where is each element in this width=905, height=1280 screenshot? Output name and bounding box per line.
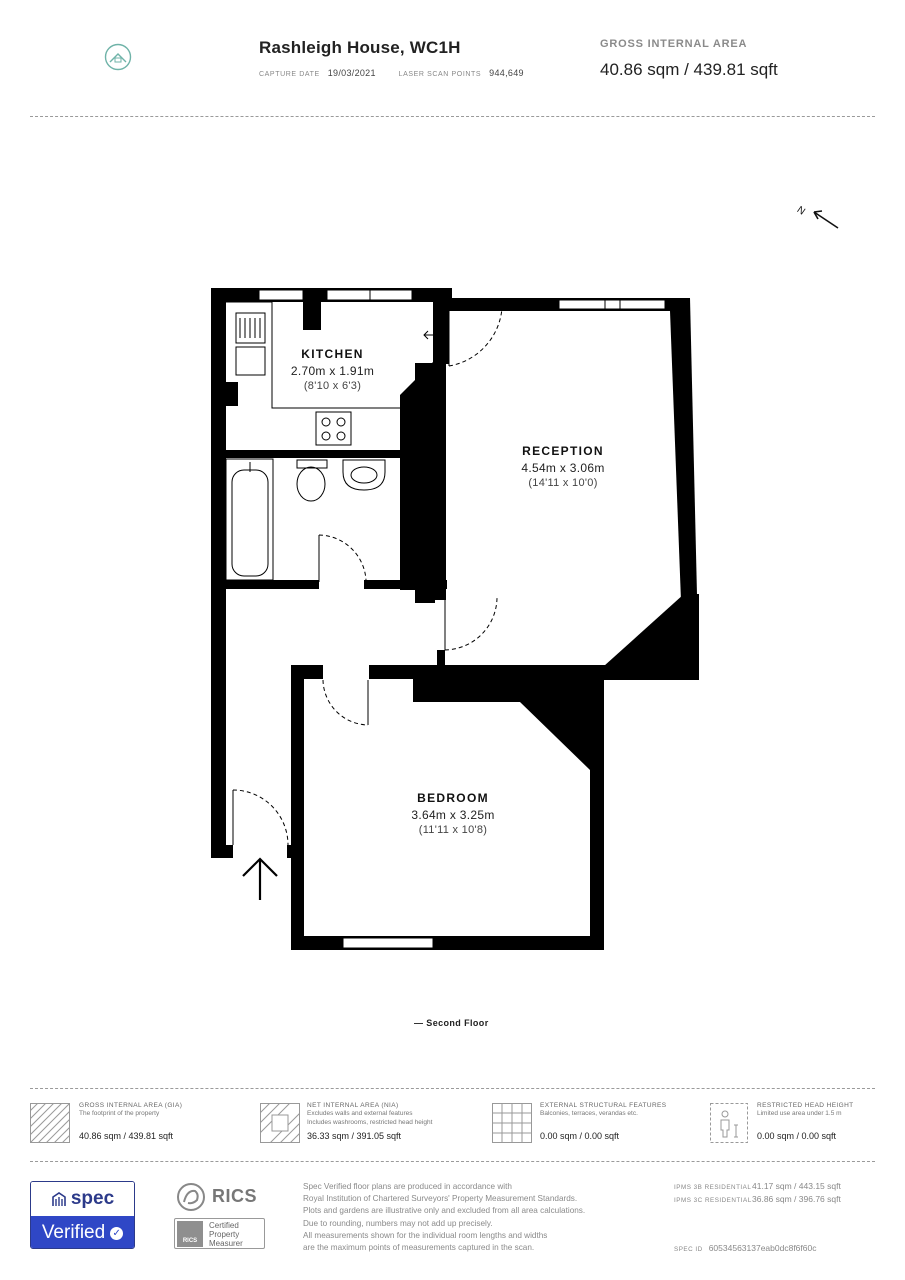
legend-value: 40.86 sqm / 439.81 sqft bbox=[79, 1131, 174, 1141]
room-name: BEDROOM bbox=[417, 791, 489, 805]
scan-points: 944,649 bbox=[489, 68, 524, 78]
rics-badge-line: Property bbox=[209, 1230, 240, 1239]
gia-value: 40.86 sqm / 439.81 sqft bbox=[600, 60, 778, 79]
legend-desc: The footprint of the property bbox=[79, 1110, 160, 1117]
legend-gia: GROSS INTERNAL AREA (GIA) The footprint … bbox=[79, 1102, 182, 1141]
legend-value: 0.00 sqm / 0.00 sqft bbox=[540, 1131, 620, 1141]
legend-title: RESTRICTED HEAD HEIGHT bbox=[757, 1102, 854, 1109]
room-dimensions-imperial: (11'11 x 10'8) bbox=[418, 824, 488, 836]
ipms-3c-value: 36.86 sqm / 396.76 sqft bbox=[752, 1194, 841, 1204]
room-kitchen: KITCHEN 2.70m x 1.91m (8'10 x 6'3) bbox=[272, 347, 393, 392]
disclaimer-line: Due to rounding, numbers may not add up … bbox=[303, 1218, 493, 1228]
disclaimer: Spec Verified floor plans are produced i… bbox=[303, 1181, 663, 1254]
rics-certified-badge: RICS Certified Property Measurer bbox=[174, 1218, 265, 1249]
nia-hatch-icon bbox=[260, 1103, 300, 1143]
rics-lion-icon bbox=[177, 1183, 205, 1211]
spec-verified-text: Verified bbox=[41, 1222, 106, 1243]
disclaimer-line: Plots and gardens are illustrative only … bbox=[303, 1206, 586, 1216]
room-dimensions-imperial: (14'11 x 10'0) bbox=[528, 477, 598, 489]
ipms-3c-label: IPMS 3C RESIDENTIAL bbox=[674, 1197, 752, 1204]
header-divider bbox=[30, 116, 875, 117]
legend-desc: Excludes walls and external features bbox=[307, 1110, 413, 1117]
rics-badge-line: Measurer bbox=[209, 1239, 243, 1248]
legend-nia: NET INTERNAL AREA (NIA) Excludes walls a… bbox=[307, 1102, 432, 1141]
spec-verified: Verified ✓ bbox=[31, 1216, 134, 1248]
capture-date-label: CAPTURE DATE bbox=[259, 71, 320, 78]
company-logo-icon bbox=[104, 43, 132, 71]
legend-desc: Balconies, terraces, verandas etc. bbox=[540, 1110, 638, 1117]
room-dimensions: 2.70m x 1.91m bbox=[290, 364, 375, 378]
legend-value: 36.33 sqm / 391.05 sqft bbox=[307, 1131, 402, 1141]
ipms-3b-value: 41.17 sqm / 443.15 sqft bbox=[752, 1181, 841, 1191]
legend-title: NET INTERNAL AREA (NIA) bbox=[307, 1102, 399, 1109]
rics-badge-line: Certified bbox=[209, 1221, 239, 1230]
gia-heading: GROSS INTERNAL AREA bbox=[600, 38, 748, 50]
disclaimer-line: are the maximum points of measurements c… bbox=[303, 1243, 535, 1253]
spec-brand-text: spec bbox=[70, 1188, 115, 1209]
room-reception: RECEPTION 4.54m x 3.06m (14'11 x 10'0) bbox=[503, 444, 623, 489]
check-icon: ✓ bbox=[110, 1226, 124, 1240]
floor-label: — Second Floor bbox=[414, 1018, 489, 1028]
room-dimensions: 3.64m x 3.25m bbox=[411, 808, 495, 822]
rics-badge-text: Certified Property Measurer bbox=[209, 1221, 243, 1248]
scan-points-label: LASER SCAN POINTS bbox=[398, 71, 482, 78]
legend-title: EXTERNAL STRUCTURAL FEATURES bbox=[540, 1102, 667, 1109]
room-dimensions: 4.54m x 3.06m bbox=[521, 461, 605, 475]
legend-value: 0.00 sqm / 0.00 sqft bbox=[757, 1131, 837, 1141]
head-height-person-icon bbox=[710, 1103, 748, 1143]
room-bedroom: BEDROOM 3.64m x 3.25m (11'11 x 10'8) bbox=[393, 791, 513, 836]
room-name: RECEPTION bbox=[522, 444, 604, 458]
spec-brand: spec bbox=[31, 1182, 134, 1216]
disclaimer-line: Royal Institution of Chartered Surveyors… bbox=[303, 1194, 578, 1204]
legend-title: GROSS INTERNAL AREA (GIA) bbox=[79, 1102, 183, 1109]
spec-id-label: SPEC ID bbox=[674, 1246, 703, 1253]
rics-name: RICS bbox=[212, 1186, 258, 1206]
room-name: KITCHEN bbox=[301, 347, 364, 361]
spec-logo-icon bbox=[52, 1192, 66, 1206]
north-label: N bbox=[795, 204, 807, 217]
room-dimensions-imperial: (8'10 x 6'3) bbox=[303, 380, 362, 392]
ipms-3b-label: IPMS 3B RESIDENTIAL bbox=[674, 1184, 752, 1191]
legend-top-divider bbox=[30, 1088, 875, 1089]
spec-id-value: 60534563137eab0dc8f6f60c bbox=[708, 1243, 817, 1253]
footer-divider bbox=[30, 1161, 875, 1162]
grid-icon bbox=[492, 1103, 532, 1143]
property-title: Rashleigh House, WC1H bbox=[259, 38, 461, 57]
ipms-3c: IPMS 3C RESIDENTIAL36.86 sqm / 396.76 sq… bbox=[674, 1194, 841, 1204]
capture-date: 19/03/2021 bbox=[327, 68, 376, 78]
disclaimer-line: All measurements shown for the individua… bbox=[303, 1230, 548, 1240]
ipms-3b: IPMS 3B RESIDENTIAL41.17 sqm / 443.15 sq… bbox=[674, 1181, 841, 1191]
legend-restricted: RESTRICTED HEAD HEIGHT Limited use area … bbox=[757, 1102, 854, 1141]
spec-verified-badge: spec Verified ✓ bbox=[30, 1181, 135, 1249]
disclaimer-line: Spec Verified floor plans are produced i… bbox=[303, 1182, 512, 1191]
north-arrow-icon: N bbox=[795, 204, 839, 229]
legend-external: EXTERNAL STRUCTURAL FEATURES Balconies, … bbox=[540, 1102, 667, 1141]
legend-desc: Limited use area under 1.5 m bbox=[757, 1110, 842, 1117]
legend-desc: Includes washrooms, restricted head heig… bbox=[307, 1119, 433, 1126]
spec-id: SPEC ID 60534563137eab0dc8f6f60c bbox=[674, 1243, 816, 1253]
rics-mini-logo: RICS bbox=[177, 1221, 203, 1247]
gia-hatch-icon bbox=[30, 1103, 70, 1143]
capture-meta: CAPTURE DATE 19/03/2021 LASER SCAN POINTS… bbox=[259, 68, 544, 78]
